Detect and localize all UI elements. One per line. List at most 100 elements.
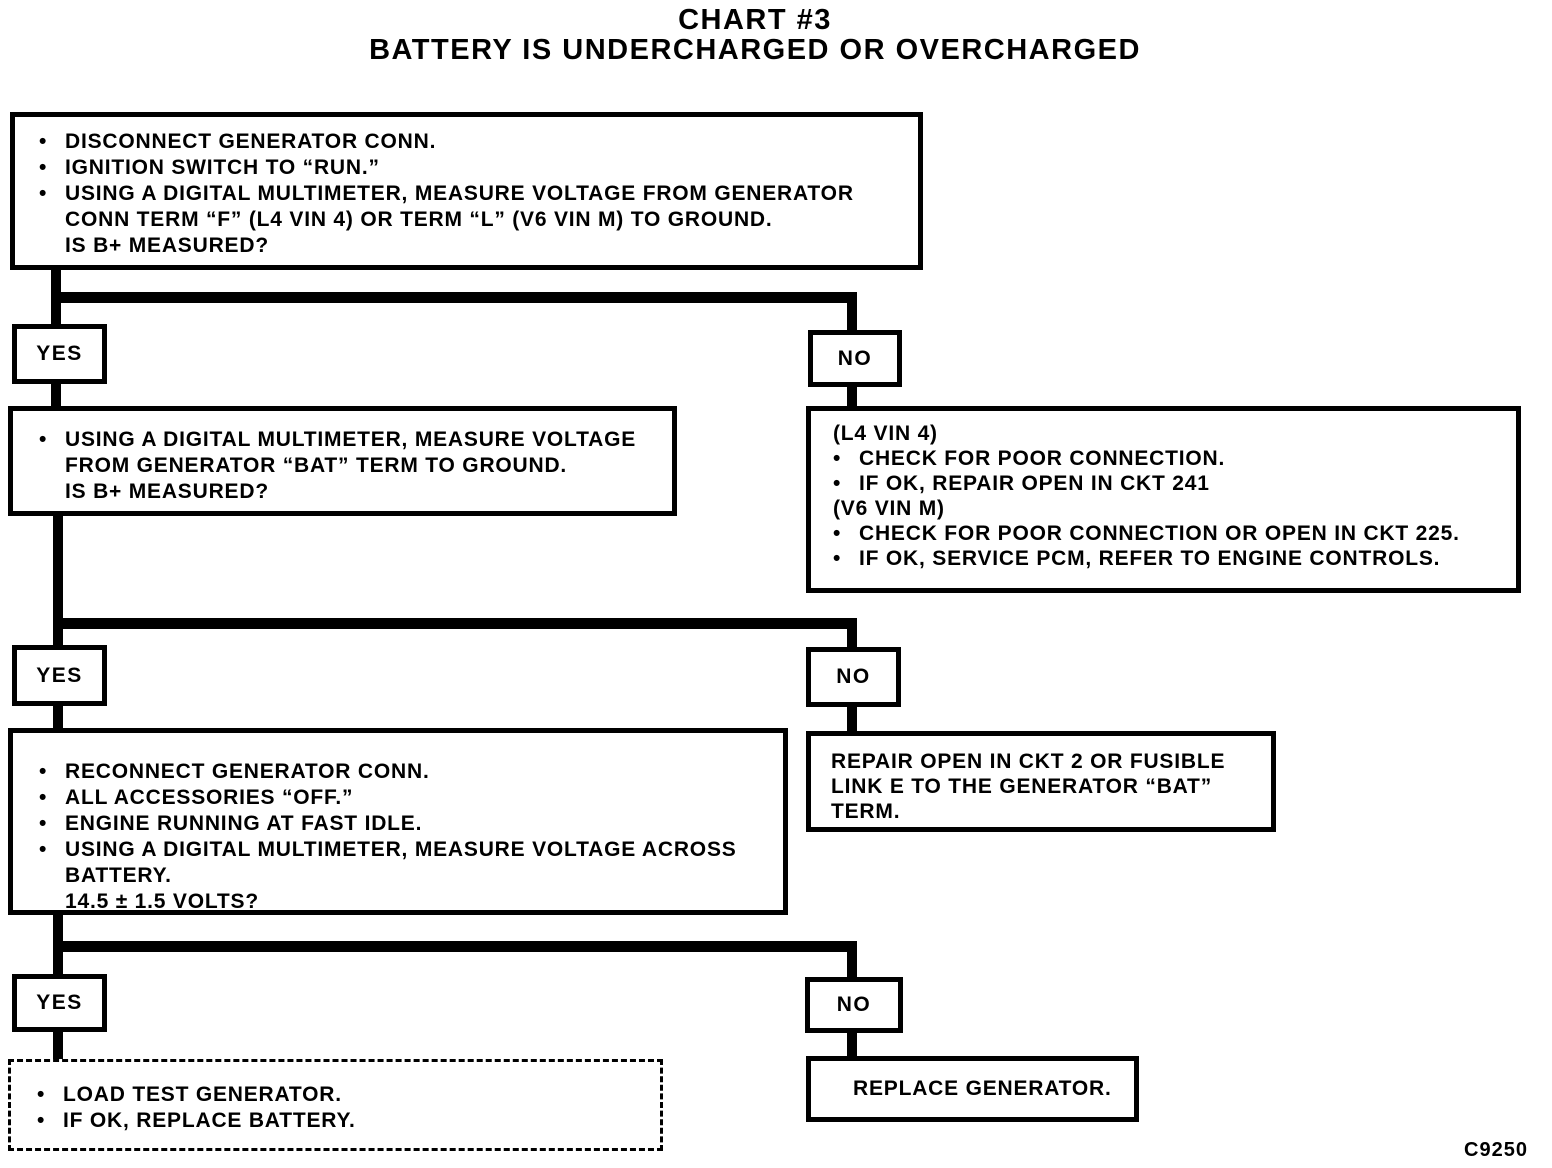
connector-yes2-to-step3 bbox=[53, 704, 63, 730]
box-text-line: • DISCONNECT GENERATOR CONN. bbox=[39, 129, 904, 155]
connector-branch3-to-no3 bbox=[847, 945, 857, 979]
start-instructions-box: • DISCONNECT GENERATOR CONN. • IGNITION SWI… bbox=[10, 112, 923, 270]
connector-branch1-horizontal bbox=[51, 292, 857, 303]
box-text-line: • USING A DIGITAL MULTIMETER, MEASURE VOL… bbox=[39, 837, 773, 863]
box-text-line: REPLACE GENERATOR. bbox=[853, 1076, 1124, 1102]
bullet-icon: • bbox=[39, 760, 48, 783]
bullet-icon: • bbox=[833, 547, 842, 570]
box-text: IF OK, REPLACE BATTERY. bbox=[63, 1109, 356, 1132]
box-text-line: • CHECK FOR POOR CONNECTION. bbox=[833, 446, 1506, 471]
box-text: RECONNECT GENERATOR CONN. bbox=[65, 760, 430, 783]
repair-open-ckt241-225-box: (L4 VIN 4)•CHECK FOR POOR CONNECTION.•IF… bbox=[806, 406, 1521, 593]
branch3-yes-label: YES bbox=[36, 991, 83, 1014]
box-text-line: • IGNITION SWITCH TO “RUN.” bbox=[39, 155, 904, 181]
branch1-no-box: NO bbox=[808, 330, 902, 387]
bullet-icon: • bbox=[39, 130, 48, 153]
bullet-icon: • bbox=[37, 1109, 46, 1132]
box-text-line: • RECONNECT GENERATOR CONN. bbox=[39, 759, 773, 785]
box-text: CHECK FOR POOR CONNECTION. bbox=[859, 447, 1226, 470]
box-text: IGNITION SWITCH TO “RUN.” bbox=[65, 156, 380, 179]
bullet-icon: • bbox=[39, 156, 48, 179]
box-text: USING A DIGITAL MULTIMETER, MEASURE VOLT… bbox=[65, 182, 854, 205]
box-text: REPLACE GENERATOR. bbox=[853, 1077, 1112, 1100]
measure-bat-term-box: • USING A DIGITAL MULTIMETER, MEASURE VOL… bbox=[8, 406, 677, 516]
branch2-no-label: NO bbox=[836, 665, 871, 688]
connector-branch2-to-no2 bbox=[847, 622, 857, 649]
box-text-line: 14.5 ± 1.5 VOLTS? bbox=[39, 889, 773, 915]
box-text-line: IS B+ MEASURED? bbox=[39, 233, 904, 259]
branch1-yes-label: YES bbox=[36, 342, 83, 365]
box-text-line: • USING A DIGITAL MULTIMETER, MEASURE VOL… bbox=[39, 427, 662, 453]
bullet-icon: • bbox=[39, 786, 48, 809]
load-test-generator-box: • LOAD TEST GENERATOR. • IF OK, REPLACE BAT… bbox=[8, 1059, 663, 1151]
box-text-line: (V6 VIN M) bbox=[833, 496, 1506, 521]
box-text-line: • IF OK, REPLACE BATTERY. bbox=[37, 1108, 650, 1134]
branch2-yes-label: YES bbox=[36, 663, 83, 687]
box-text-line: TERM. bbox=[831, 799, 1261, 824]
box-text: ENGINE RUNNING AT FAST IDLE. bbox=[65, 812, 423, 835]
replace-generator-box: REPLACE GENERATOR. bbox=[806, 1056, 1139, 1122]
box-text: FROM GENERATOR “BAT” TERM TO GROUND. bbox=[65, 454, 568, 477]
bullet-icon: • bbox=[833, 447, 842, 470]
box-text: DISCONNECT GENERATOR CONN. bbox=[65, 130, 437, 153]
box-text-line: LINK E TO THE GENERATOR “BAT” bbox=[831, 774, 1261, 799]
box-text-line: REPAIR OPEN IN CKT 2 OR FUSIBLE bbox=[831, 749, 1261, 774]
box-text: IS B+ MEASURED? bbox=[65, 480, 269, 503]
box-text: LINK E TO THE GENERATOR “BAT” bbox=[831, 775, 1212, 798]
box-text: BATTERY. bbox=[65, 864, 172, 887]
box-text-line: BATTERY. bbox=[39, 863, 773, 889]
box-text-line: •ALL ACCESSORIES “OFF.” bbox=[39, 785, 773, 811]
box-text: (L4 VIN 4) bbox=[833, 422, 938, 445]
connector-branch1-to-no1 bbox=[847, 295, 857, 332]
box-text: CONN TERM “F” (L4 VIN 4) OR TERM “L” (V6… bbox=[65, 208, 773, 231]
chart-title-line2: BATTERY IS UNDERCHARGED OR OVERCHARGED bbox=[369, 34, 1141, 66]
bullet-icon: • bbox=[37, 1083, 46, 1106]
box-text: IF OK, SERVICE PCM, REFER TO ENGINE CONT… bbox=[859, 547, 1441, 570]
branch1-no-label: NO bbox=[837, 346, 873, 370]
bullet-icon: • bbox=[39, 182, 48, 205]
box-text-line: • ENGINE RUNNING AT FAST IDLE. bbox=[39, 811, 773, 837]
connector-no2-to-action bbox=[847, 705, 857, 733]
chart-title: CHART #3 BATTERY IS UNDERCHARGED OR OVER… bbox=[0, 5, 1510, 65]
connector-yes3-to-action bbox=[53, 1030, 63, 1060]
branch3-no-box: NO bbox=[805, 977, 903, 1033]
bullet-icon: • bbox=[39, 838, 48, 861]
box-text-line: CONN TERM “F” (L4 VIN 4) OR TERM “L” (V6… bbox=[39, 207, 904, 233]
box-text: IS B+ MEASURED? bbox=[65, 234, 269, 257]
branch2-yes-box: YES bbox=[12, 645, 107, 706]
box-text: (V6 VIN M) bbox=[833, 497, 945, 520]
branch3-yes-box: YES bbox=[12, 974, 107, 1032]
box-text-line: • USING A DIGITAL MULTIMETER, MEASURE VOL… bbox=[39, 181, 904, 207]
box-text-line: (L4 VIN 4) bbox=[833, 421, 1506, 446]
branch1-yes-box: YES bbox=[12, 324, 107, 384]
connector-no3-to-action bbox=[847, 1031, 857, 1058]
box-text: IF OK, REPAIR OPEN IN CKT 241 bbox=[859, 472, 1210, 495]
box-text: 14.5 ± 1.5 VOLTS? bbox=[65, 890, 259, 913]
bullet-icon: • bbox=[833, 522, 842, 545]
bullet-icon: • bbox=[39, 812, 48, 835]
box-text-line: • IF OK, REPAIR OPEN IN CKT 241 bbox=[833, 471, 1506, 496]
box-text-line: • LOAD TEST GENERATOR. bbox=[37, 1082, 650, 1108]
connector-yes1-to-step2 bbox=[51, 382, 61, 408]
branch3-no-label: NO bbox=[836, 993, 872, 1016]
box-text: CHECK FOR POOR CONNECTION OR OPEN IN CKT… bbox=[859, 522, 1460, 545]
figure-code: C9250 bbox=[1464, 1139, 1528, 1161]
branch2-no-box: NO bbox=[806, 647, 901, 707]
connector-branch3-horizontal bbox=[53, 941, 857, 952]
box-text: USING A DIGITAL MULTIMETER, MEASURE VOLT… bbox=[65, 428, 637, 451]
bullet-icon: • bbox=[39, 428, 48, 451]
box-text-line: • CHECK FOR POOR CONNECTION OR OPEN IN CK… bbox=[833, 521, 1506, 546]
box-text-line: FROM GENERATOR “BAT” TERM TO GROUND. bbox=[39, 453, 662, 479]
box-text-line: • IF OK, SERVICE PCM, REFER TO ENGINE CON… bbox=[833, 546, 1506, 571]
chart-title-line1: CHART #3 bbox=[678, 4, 832, 36]
box-text: TERM. bbox=[831, 800, 901, 823]
bullet-icon: • bbox=[833, 472, 842, 495]
connector-branch2-horizontal bbox=[53, 618, 857, 629]
box-text-line: IS B+ MEASURED? bbox=[39, 479, 662, 505]
box-text: USING A DIGITAL MULTIMETER, MEASURE VOLT… bbox=[65, 838, 737, 861]
box-text: REPAIR OPEN IN CKT 2 OR FUSIBLE bbox=[831, 750, 1226, 773]
connector-step2-to-yes2 bbox=[53, 514, 63, 647]
box-text: LOAD TEST GENERATOR. bbox=[63, 1083, 342, 1106]
